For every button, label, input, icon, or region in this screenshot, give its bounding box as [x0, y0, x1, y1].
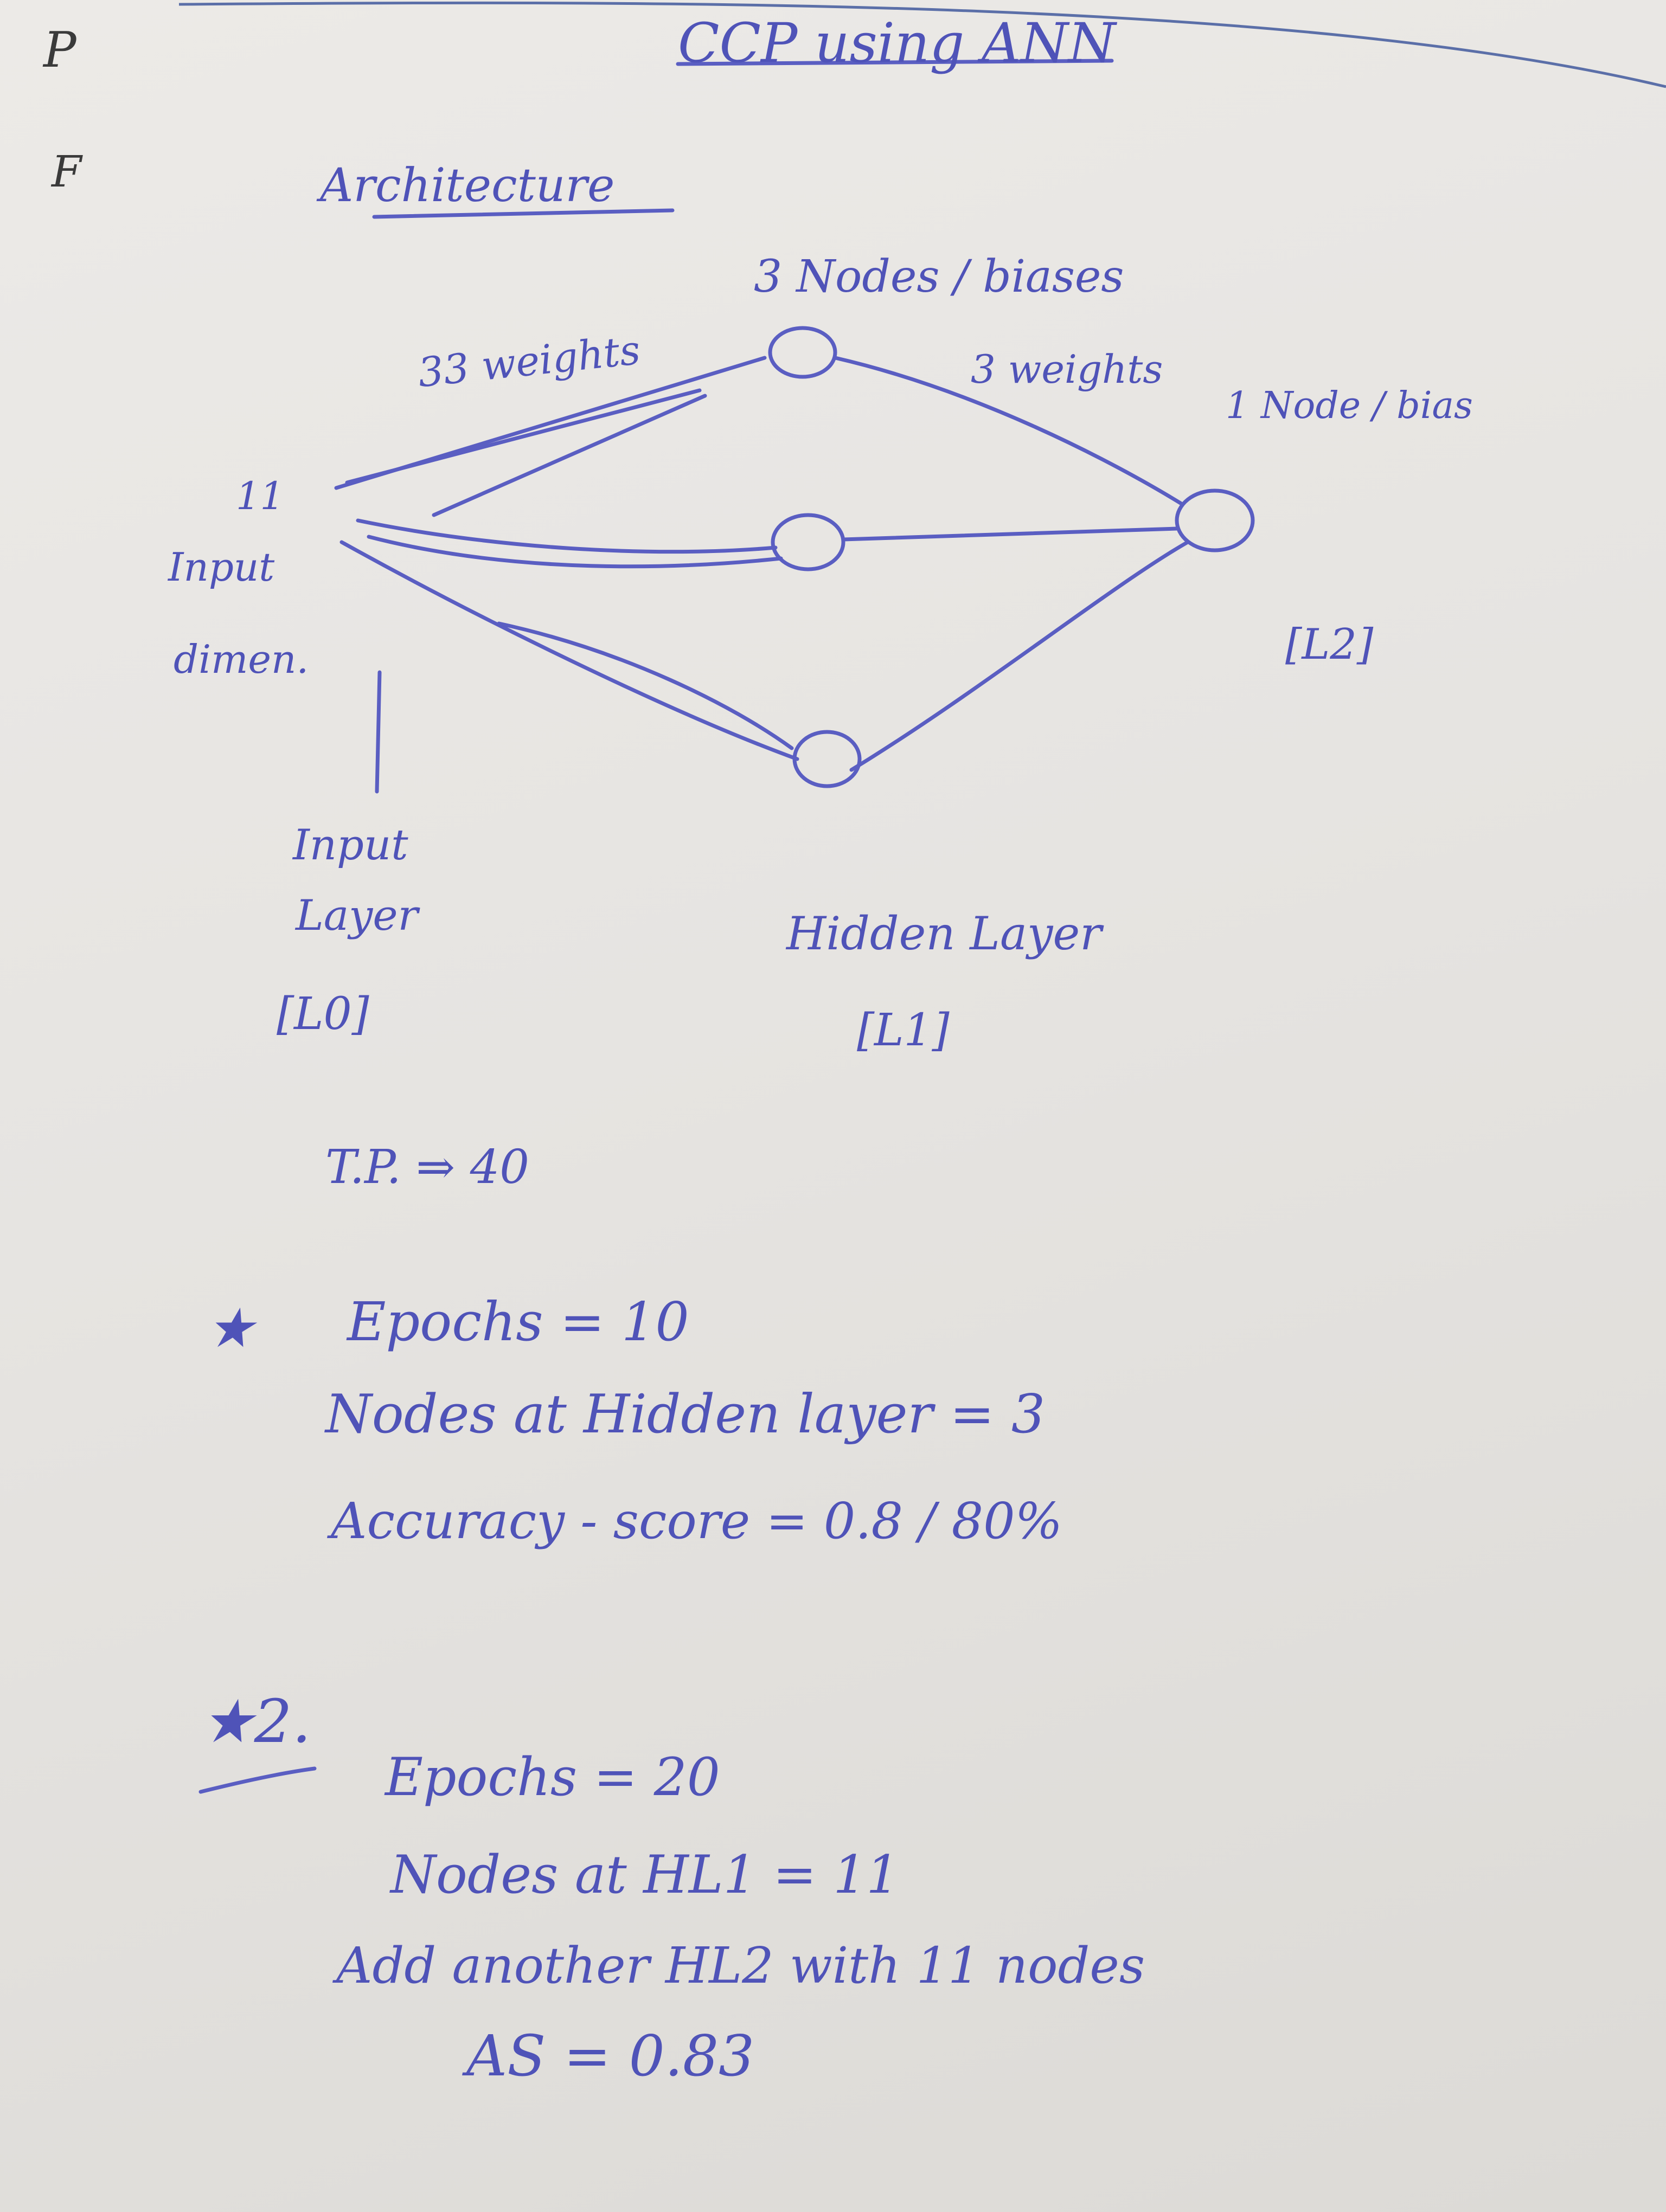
hidden-node-1 [768, 326, 837, 379]
page-title: CCP using ANN [678, 11, 1116, 75]
margin-mark-p: P [43, 22, 76, 79]
input-label-line2: dimen. [174, 636, 309, 682]
edge-in-h1c [432, 394, 707, 517]
hidden-node-2 [771, 513, 845, 571]
page-top-line [178, 1, 1666, 88]
edge-in-h3b [497, 621, 794, 750]
edge-h3-out [849, 540, 1190, 772]
experiment2-add-layer: Add another HL2 with 11 nodes [336, 1937, 1145, 1995]
hidden-nodes-label: 3 Nodes / biases [754, 251, 1124, 303]
edge-in-h1b [345, 388, 702, 485]
experiment1-marker: ★ [206, 1296, 255, 1360]
edge-h1-out [833, 356, 1184, 506]
experiment2-marker: ★2. [201, 1687, 311, 1756]
experiment2-nodes: Nodes at HL1 = 11 [390, 1844, 900, 1905]
edge-in-h2b [367, 535, 783, 569]
edge-in-h3 [339, 540, 799, 761]
input-count: 11 [236, 474, 285, 518]
hidden-weights-label: 3 weights [971, 346, 1163, 392]
hidden-layer-tag: [L1] [857, 1005, 950, 1056]
hidden-node-3 [792, 730, 862, 788]
edge-in-h2 [356, 518, 778, 554]
title-underline [676, 59, 1114, 66]
experiment1-accuracy: Accuracy - score = 0.8 / 80% [331, 1492, 1063, 1550]
experiment2-underline [198, 1766, 317, 1794]
experiment2-epochs: Epochs = 20 [385, 1747, 720, 1808]
edge-h2-out [841, 526, 1179, 542]
input-layer-tag: [L0] [277, 988, 369, 1040]
trainable-params-line: T.P. ⇒ 40 [325, 1140, 529, 1194]
heading-underline [372, 208, 675, 219]
section-heading: Architecture [320, 159, 615, 213]
input-layer-line2: Layer [296, 891, 418, 940]
input-layer-line1: Input [293, 821, 408, 870]
output-node [1175, 488, 1255, 552]
output-node-label: 1 Node / bias [1226, 384, 1473, 427]
margin-mark-f: F [52, 146, 82, 197]
experiment2-score: AS = 0.83 [466, 2023, 755, 2089]
hidden-layer-label: Hidden Layer [786, 907, 1102, 960]
input-dimension-bar [375, 670, 382, 794]
experiment1-epochs: Epochs = 10 [347, 1291, 689, 1353]
input-label-line1: Input [168, 544, 275, 590]
experiment1-nodes: Nodes at Hidden layer = 3 [325, 1384, 1046, 1445]
output-layer-tag: [L2] [1285, 620, 1374, 669]
